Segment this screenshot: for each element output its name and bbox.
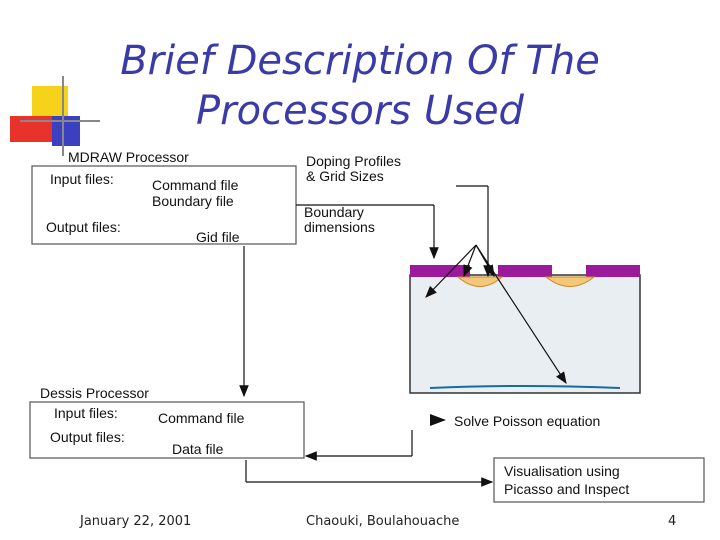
visualisation-line-2: Picasso and Inspect: [504, 481, 629, 497]
device-structure: [409, 274, 641, 394]
mdraw-heading: MDRAW Processor: [68, 149, 189, 165]
device-bottom-line: [429, 385, 621, 389]
contact-middle: [498, 265, 552, 277]
doping-label-1: Doping Profiles: [306, 153, 401, 169]
poisson-label: Solve Poisson equation: [454, 413, 600, 429]
visualisation-line-1: Visualisation using: [504, 463, 620, 479]
deco-vertical-line: [62, 76, 64, 156]
mdraw-output-label: Output files:: [46, 219, 121, 235]
footer-page-number: 4: [668, 514, 677, 529]
mdraw-command-file: Command file: [152, 177, 239, 193]
footer-date: January 22, 2001: [80, 514, 192, 529]
page-title: Brief Description Of The Processors Used: [100, 36, 620, 136]
arrow-to-contact: [475, 244, 495, 278]
poisson-arrowhead: [430, 414, 446, 426]
doping-well-left: [456, 276, 504, 287]
contact-right: [586, 265, 640, 277]
visualisation-box: [493, 457, 705, 503]
arrow-to-well: [463, 244, 477, 278]
deco-horizontal-line: [20, 120, 100, 122]
dessis-data-file: Data file: [172, 441, 224, 457]
dessis-box: [29, 401, 305, 459]
mdraw-grid-file: Gid file: [196, 229, 240, 245]
title-line-1: Brief Description Of The: [120, 38, 600, 84]
dessis-input-label: Input files:: [54, 405, 118, 421]
arrow-to-left-region: [425, 244, 477, 298]
doping-label-2: & Grid Sizes: [306, 168, 384, 184]
dessis-heading: Dessis Processor: [40, 385, 149, 401]
boundary-dim-label-2: dimensions: [304, 219, 375, 235]
doping-well-right: [544, 276, 596, 287]
dessis-output-label: Output files:: [50, 429, 125, 445]
boundary-dim-label-1: Boundary: [304, 204, 364, 220]
dessis-command-file: Command file: [158, 410, 245, 426]
mdraw-input-label: Input files:: [50, 171, 114, 187]
contact-left: [410, 265, 470, 277]
mdraw-boundary-file: Boundary file: [152, 193, 234, 209]
title-line-2: Processors Used: [196, 88, 524, 134]
footer-authors: Chaouki, Boulahouache: [306, 514, 460, 529]
